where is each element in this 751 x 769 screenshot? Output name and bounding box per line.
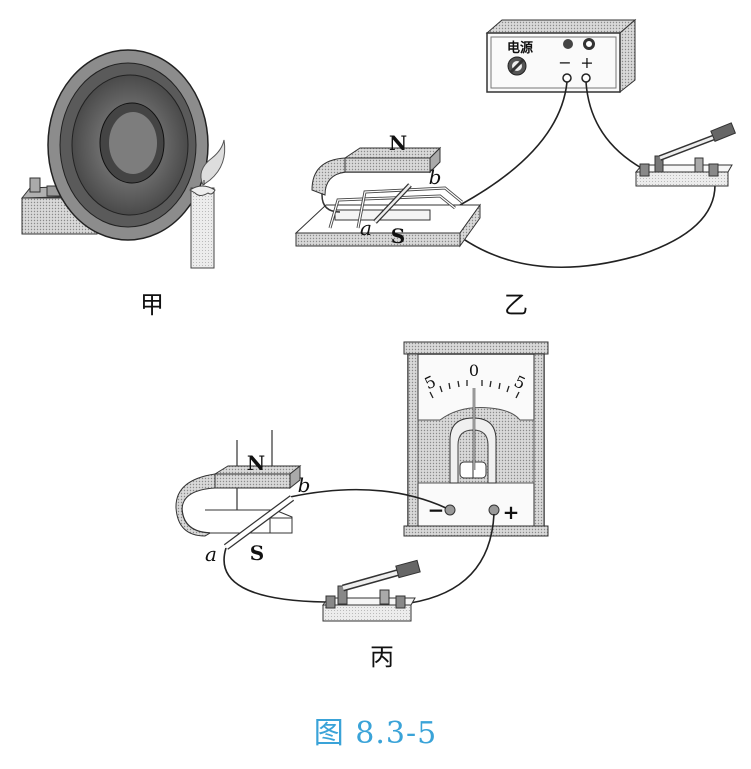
wires-bing <box>223 488 495 604</box>
panel-label-jia: 甲 <box>140 291 164 319</box>
magnet-south-label-yi: S <box>391 224 405 248</box>
power-terminal-minus <box>562 73 572 83</box>
magnet-north-label-yi: N <box>389 131 407 155</box>
magnet-north-label-bing: N <box>247 451 265 475</box>
galvanometer-scale-ticks <box>429 380 520 399</box>
knob-icon <box>507 56 527 76</box>
wire-b-to-galvanometer <box>289 488 447 509</box>
magnet-rail-apparatus-yi <box>294 146 481 248</box>
power-supply-label: 电源 <box>507 40 533 56</box>
magnet-rod-apparatus-bing <box>175 430 302 550</box>
wire-power-to-rail <box>459 81 568 206</box>
rod-end-a-yi: a <box>360 216 372 240</box>
wire-power-to-switch <box>585 81 646 171</box>
panel-label-bing: 丙 <box>370 643 394 671</box>
flame-icon <box>200 139 226 186</box>
panel-label-yi: 乙 <box>504 291 528 319</box>
galvanometer: 5 0 5 − + <box>403 341 549 537</box>
indicator-light-icon <box>563 39 573 49</box>
power-plus-sign: + <box>580 53 593 72</box>
magnet-south-label-bing: S <box>250 541 264 565</box>
candle <box>189 139 226 269</box>
galvanometer-terminal-minus <box>444 504 456 516</box>
figure-caption: 图 8.3-5 <box>313 716 438 751</box>
scale-center-0: 0 <box>469 361 479 380</box>
power-button-icon <box>583 38 595 50</box>
galvanometer-minus-sign: − <box>428 498 445 522</box>
rod-end-a-bing: a <box>205 542 217 566</box>
rod-end-b-bing: b <box>298 473 311 497</box>
wire-rail-to-switch <box>444 184 716 269</box>
galvanometer-terminal-plus <box>488 504 500 516</box>
wire-galvanometer-to-switch <box>409 513 495 604</box>
knife-switch-bing <box>322 559 421 622</box>
galvanometer-plus-sign: + <box>503 500 520 524</box>
wire-a-to-switch <box>223 547 326 603</box>
power-terminal-plus <box>581 73 591 83</box>
wires-yi <box>444 81 716 269</box>
speaker-cone <box>47 49 209 241</box>
power-supply: 电源 − + <box>485 18 637 94</box>
rod-end-b-yi: b <box>429 165 442 189</box>
knife-switch-yi <box>634 122 737 187</box>
speaker-candle-illustration <box>20 49 226 269</box>
power-minus-sign: − <box>558 53 571 72</box>
